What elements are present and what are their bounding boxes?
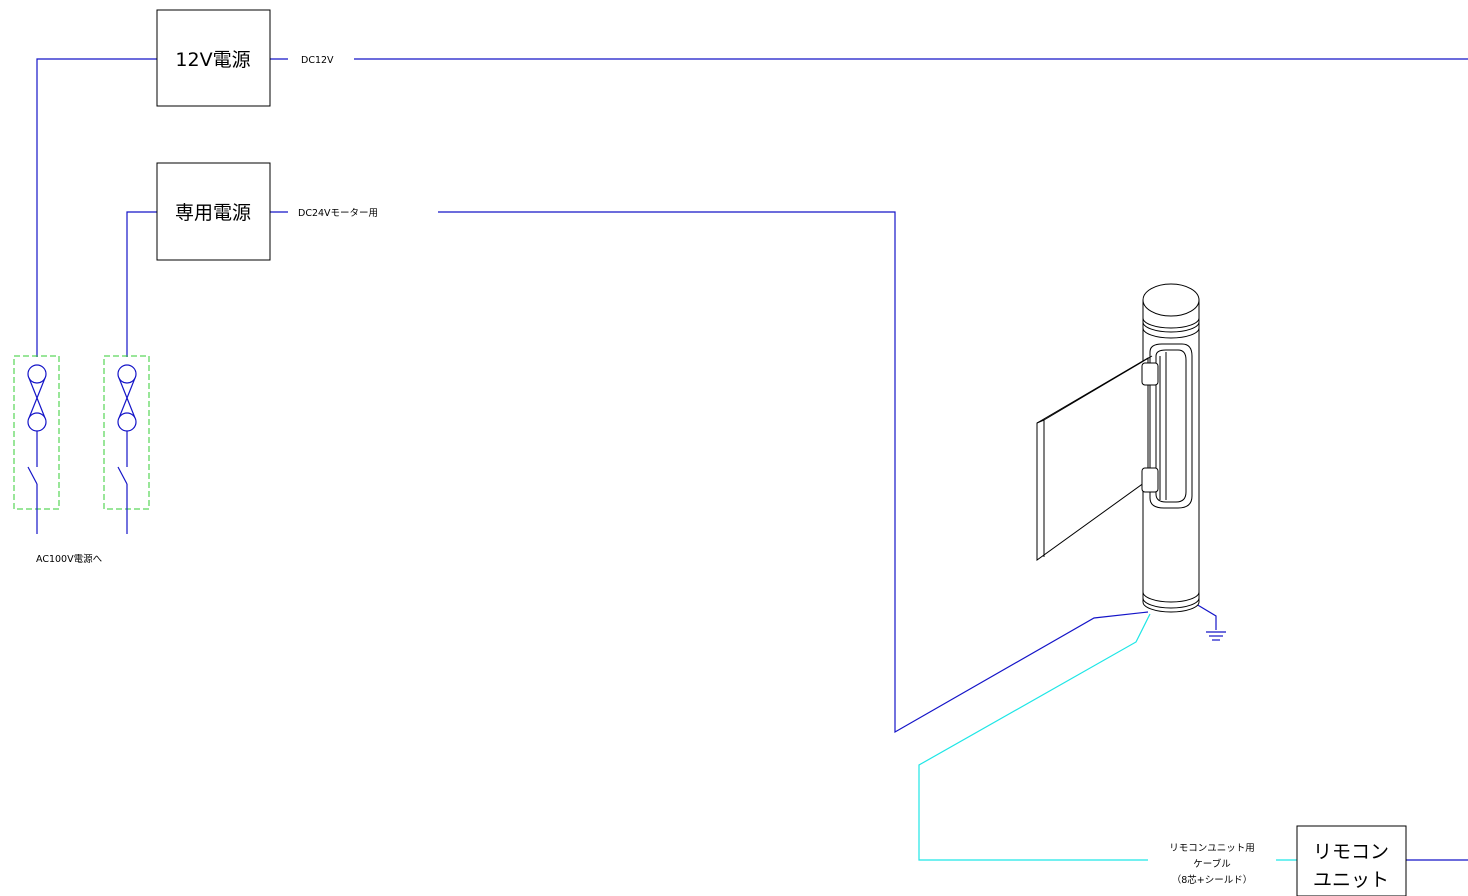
- dc24-label: DC24Vモーター用: [298, 208, 378, 219]
- remote-cable-label-3: （8芯+シールド）: [1172, 874, 1253, 886]
- psu-dedicated-label: 専用電源: [175, 202, 251, 224]
- breaker-1: [13, 355, 60, 534]
- remote-cable-label-1: リモコンユニット用: [1169, 843, 1255, 854]
- flap-gate-illustration: [1036, 283, 1200, 613]
- gate-flap: [1036, 357, 1149, 561]
- ground-wire: [1195, 603, 1217, 630]
- psu-dedicated-box: [156, 162, 271, 261]
- ac-label: AC100V電源へ: [36, 554, 103, 565]
- remote-unit-label-2: ユニット: [1313, 869, 1389, 891]
- remote-cable-wire-a: [918, 613, 1151, 861]
- ac-wire-to-12v: [36, 58, 157, 357]
- remote-unit-label-1: リモコン: [1313, 841, 1389, 863]
- remote-cable: [918, 613, 1297, 861]
- psu-12v-label: 12V電源: [175, 49, 250, 71]
- gate-hinge-top: [1141, 362, 1159, 386]
- dc24-wire-b: [438, 211, 1149, 734]
- ac-wire-to-dedicated: [126, 211, 157, 357]
- gate-cap-top: [1142, 283, 1200, 317]
- breaker-2: [103, 355, 150, 534]
- remote-unit-box: [1296, 825, 1407, 896]
- psu-12v-box: [156, 9, 271, 107]
- power-wires: [36, 58, 1468, 861]
- remote-cable-label-2: ケーブル: [1193, 858, 1231, 870]
- dc12-label: DC12V: [301, 55, 334, 66]
- gate-hinge-bottom: [1141, 467, 1159, 493]
